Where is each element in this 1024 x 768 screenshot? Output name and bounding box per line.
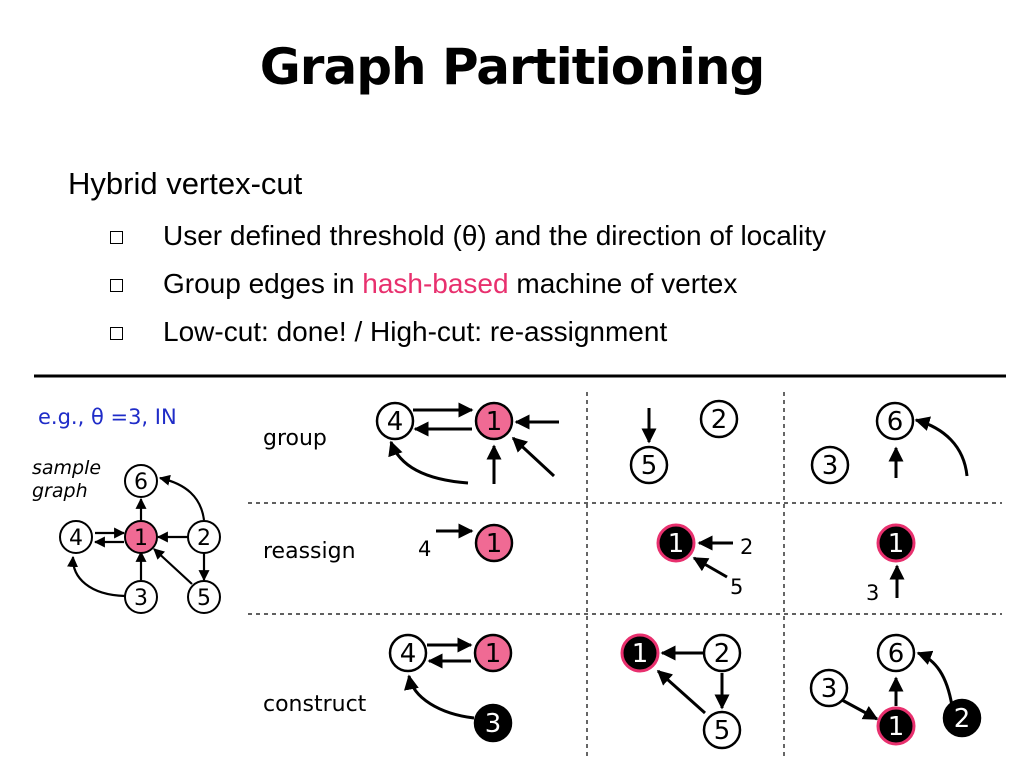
vertex-5 [702, 710, 742, 750]
edge-source-label: 2 [740, 535, 753, 559]
row-label-group: group [263, 426, 327, 451]
row-label-construct: construct [263, 692, 367, 717]
vertex-1-dark [620, 633, 660, 673]
vertex-1-dark [876, 706, 916, 746]
bullet-item: User defined threshold (θ) and the direc… [110, 220, 826, 268]
square-bullet-icon [110, 231, 123, 244]
edge [692, 556, 728, 579]
reassign-row: 1 1 1 [474, 523, 916, 563]
vertex-6 [876, 633, 916, 673]
vertex-2 [187, 520, 221, 554]
bullet-text-tail: machine of vertex [508, 268, 738, 299]
vertex-label: 4 [387, 407, 404, 437]
bullet-highlight: hash-based [362, 268, 509, 299]
vertex-1 [474, 401, 514, 441]
edge [404, 674, 475, 720]
vertex-3-dark [473, 703, 513, 743]
vertex-label: 1 [486, 407, 503, 437]
edge [916, 650, 954, 707]
edge-source-label: 4 [418, 537, 431, 561]
edge [388, 440, 469, 485]
vertex-label: 2 [954, 704, 971, 734]
example-label: e.g., θ =3, IN [38, 405, 177, 429]
vertex-1-dark [656, 523, 696, 563]
bullet-text: Group edges in [163, 268, 363, 299]
vertex-3 [809, 668, 849, 708]
slide-title: Graph Partitioning [259, 38, 766, 96]
vertex-1 [124, 520, 158, 554]
vertex-label: 1 [134, 526, 148, 551]
vertex-label: 6 [134, 470, 148, 495]
bullet-item: Low-cut: done! / High-cut: re-assignment [110, 316, 826, 364]
vertex-label: 2 [714, 639, 731, 669]
vertex-label: 6 [888, 639, 905, 669]
vertex-label: 3 [822, 451, 839, 481]
vertex-label: 6 [887, 407, 904, 437]
vertex-label: 2 [197, 526, 211, 551]
sample-graph-label: graph [32, 480, 88, 502]
group-row: 4 1 2 5 6 3 [375, 399, 915, 485]
vertex-1-dark [876, 523, 916, 563]
vertex-4 [59, 520, 93, 554]
bullet-text: Low-cut: done! / High-cut: re-assignment [163, 316, 668, 347]
edge [511, 436, 556, 478]
sample-graph-label: sample [32, 457, 101, 479]
edge [656, 669, 706, 715]
vertex-6 [124, 464, 158, 498]
vertex-label: 1 [486, 529, 503, 559]
edge [67, 555, 126, 598]
vertex-1 [474, 523, 514, 563]
vertex-3 [124, 580, 158, 614]
vertex-label: 3 [134, 586, 148, 611]
vertex-label: 5 [197, 586, 211, 611]
row-label-reassign: reassign [263, 539, 356, 564]
bullet-item: Group edges in hash-based machine of ver… [110, 268, 826, 316]
edge [841, 698, 879, 721]
vertex-label: 2 [711, 405, 728, 435]
vertex-1 [473, 633, 513, 673]
edge-source-label: 5 [730, 575, 743, 599]
vertex-4 [388, 633, 428, 673]
edge [153, 548, 193, 585]
bullet-text: User defined threshold (θ) and the direc… [163, 220, 827, 251]
vertex-label: 4 [69, 526, 83, 551]
square-bullet-icon [110, 327, 123, 340]
edge [914, 416, 969, 477]
vertex-label: 5 [641, 451, 658, 481]
vertex-label: 1 [888, 529, 905, 559]
vertex-5 [187, 580, 221, 614]
vertex-2-dark [942, 698, 982, 738]
edge-source-label: 3 [866, 581, 879, 605]
edges [67, 402, 969, 721]
edge [158, 474, 206, 521]
vertex-label: 4 [400, 639, 417, 669]
vertex-label: 1 [485, 639, 502, 669]
separators [34, 374, 1006, 756]
vertex-4 [375, 401, 415, 441]
vertex-2 [702, 633, 742, 673]
square-bullet-icon [110, 279, 123, 292]
vertex-label: 1 [888, 712, 905, 742]
section-heading: Hybrid vertex-cut [68, 166, 303, 201]
vertex-label: 1 [632, 639, 649, 669]
vertex-label: 5 [714, 716, 731, 746]
sample-graph: 4 1 2 6 3 5 [59, 464, 221, 614]
bullet-list: User defined threshold (θ) and the direc… [110, 220, 826, 364]
vertex-label: 3 [485, 709, 502, 739]
vertex-label: 1 [668, 529, 685, 559]
construct-row: 4 1 3 1 2 5 6 3 1 2 [388, 633, 982, 750]
vertex-2 [699, 399, 739, 439]
vertex-3 [810, 445, 850, 485]
vertex-6 [875, 401, 915, 441]
vertex-label: 3 [821, 674, 838, 704]
vertex-5 [629, 445, 669, 485]
